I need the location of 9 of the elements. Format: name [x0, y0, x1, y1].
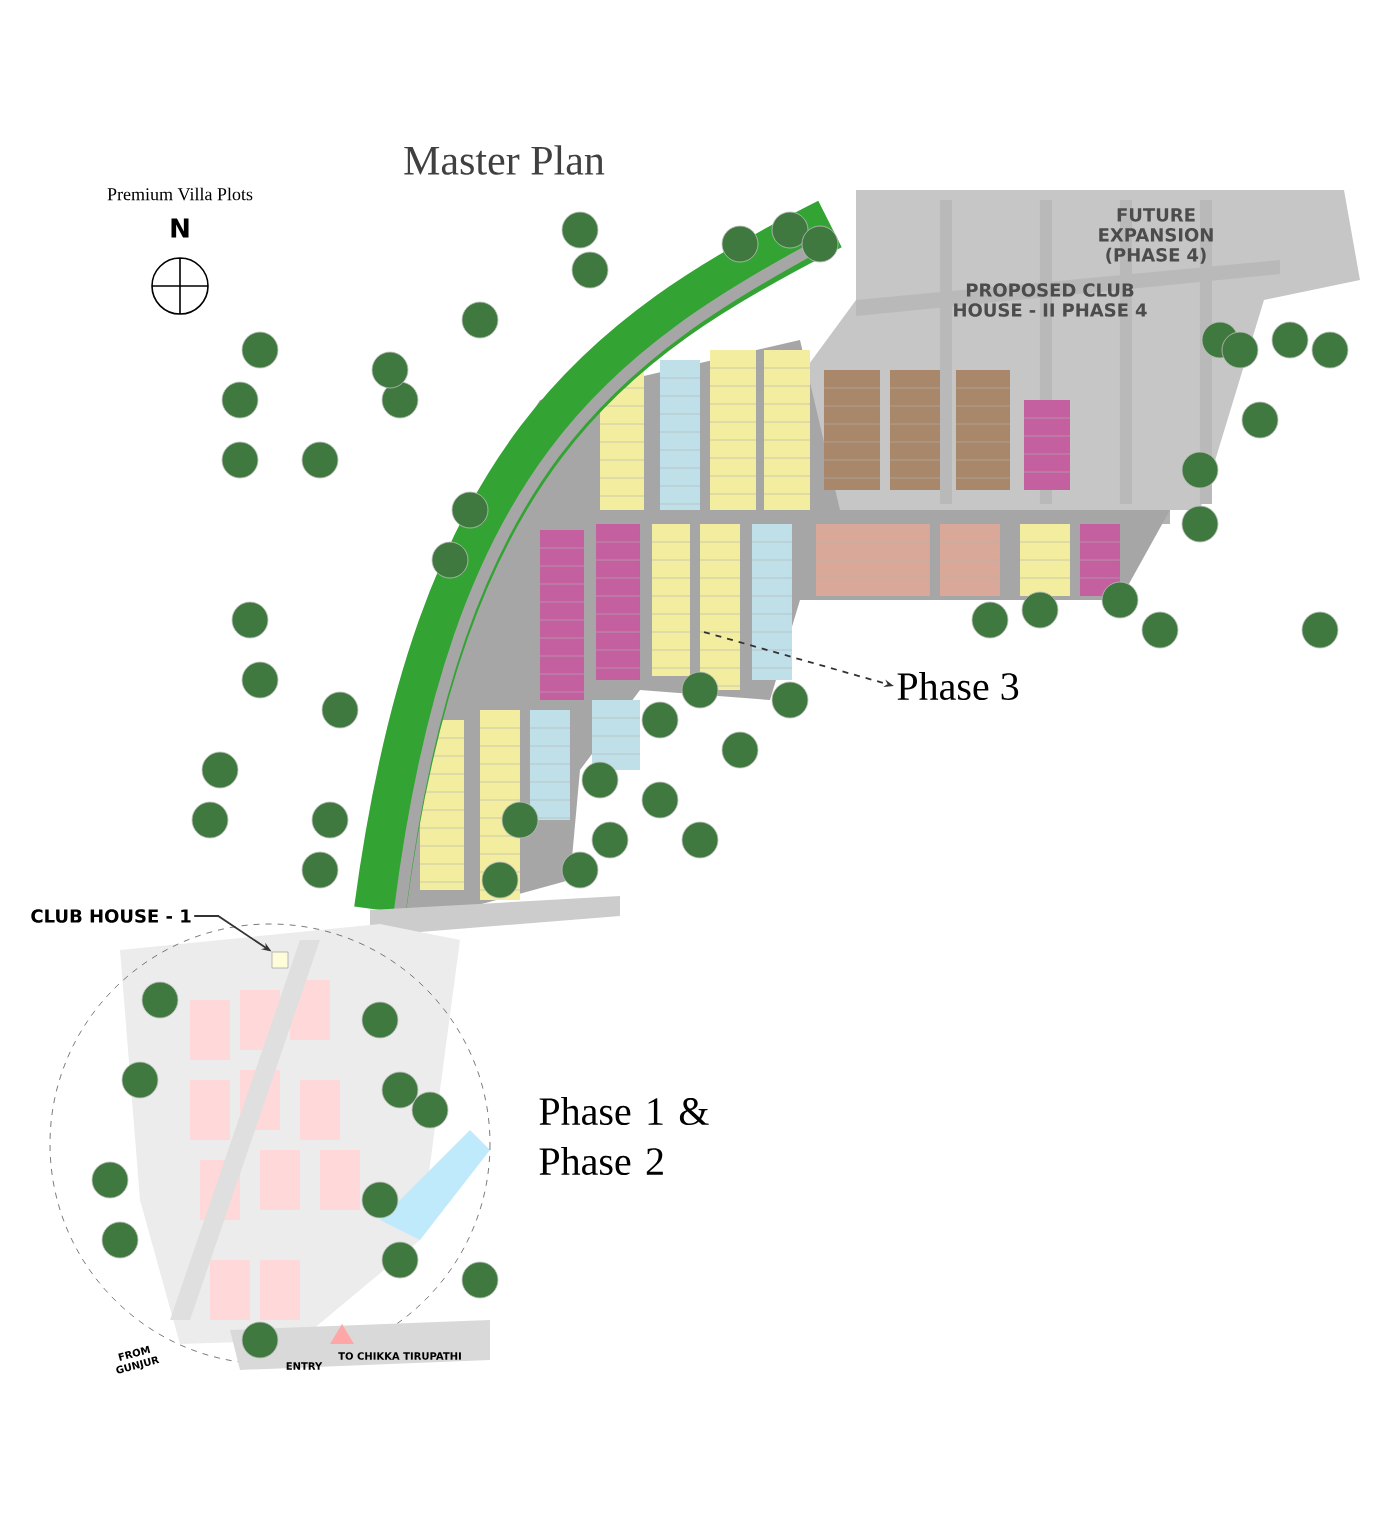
subtitle: Premium Villa Plots — [107, 187, 253, 201]
callout-label: CLUB HOUSE - 1 — [31, 909, 191, 923]
map-title: Master Plan — [404, 145, 605, 175]
area-label: FUTURE EXPANSION (PHASE 4) — [1099, 208, 1213, 264]
phase-label: Phase 3 — [897, 671, 1019, 701]
building-block — [271, 951, 289, 969]
phase-label: Phase 1 & Phase 2 — [539, 1096, 709, 1176]
area-label: PROPOSED CLUB HOUSE - II PHASE 4 — [954, 283, 1147, 317]
north-label: N — [171, 218, 189, 238]
